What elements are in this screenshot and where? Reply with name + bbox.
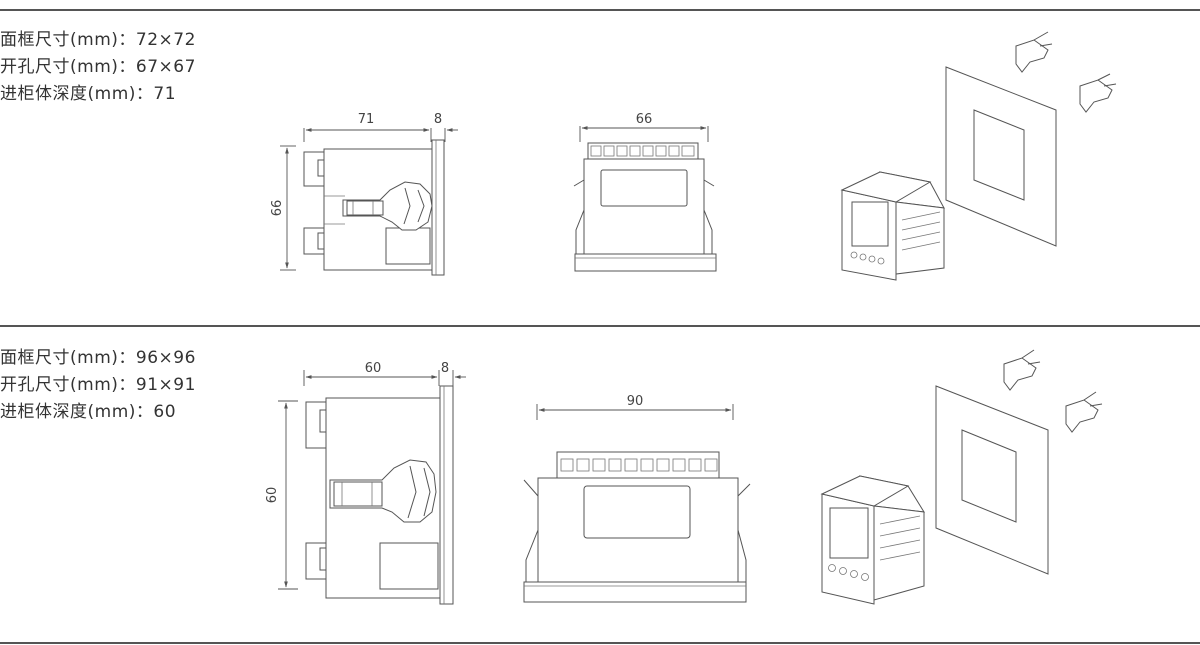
- spec-panel-depth: 进柜体深度(mm)：71: [0, 84, 177, 104]
- isometric-view-96: [820, 349, 1103, 605]
- side-view-96: 60 8 60: [265, 361, 466, 605]
- dim-width-label: 66: [636, 112, 653, 127]
- top-rule: [0, 9, 1200, 11]
- dim-height-label: 60: [265, 487, 280, 504]
- spec-bezel-size: 面框尺寸(mm)：72×72: [0, 30, 196, 50]
- dim-bezel-label: 8: [441, 361, 449, 376]
- dim-depth-label: 60: [365, 361, 382, 376]
- dim-bezel-label: 8: [434, 112, 442, 127]
- middle-rule: [0, 325, 1200, 327]
- back-view-96: 90: [523, 394, 751, 603]
- dim-width-label: 90: [627, 394, 644, 409]
- spec-bezel-size: 面框尺寸(mm)：96×96: [0, 348, 196, 368]
- dim-depth-label: 71: [358, 112, 375, 127]
- spec-list-72: 面框尺寸(mm)：72×72 开孔尺寸(mm)：67×67 进柜体深度(mm)：…: [0, 27, 196, 108]
- side-view-72: 71 8 66: [270, 112, 458, 276]
- spec-cutout-size: 开孔尺寸(mm)：67×67: [0, 57, 196, 77]
- back-view-72: 66: [573, 112, 717, 272]
- spec-panel-depth: 进柜体深度(mm)：60: [0, 402, 177, 422]
- isometric-view-72: [840, 31, 1117, 281]
- dim-height-label: 66: [270, 200, 285, 217]
- spec-list-96: 面框尺寸(mm)：96×96 开孔尺寸(mm)：91×91 进柜体深度(mm)：…: [0, 345, 196, 426]
- bottom-rule: [0, 642, 1200, 644]
- spec-cutout-size: 开孔尺寸(mm)：91×91: [0, 375, 196, 395]
